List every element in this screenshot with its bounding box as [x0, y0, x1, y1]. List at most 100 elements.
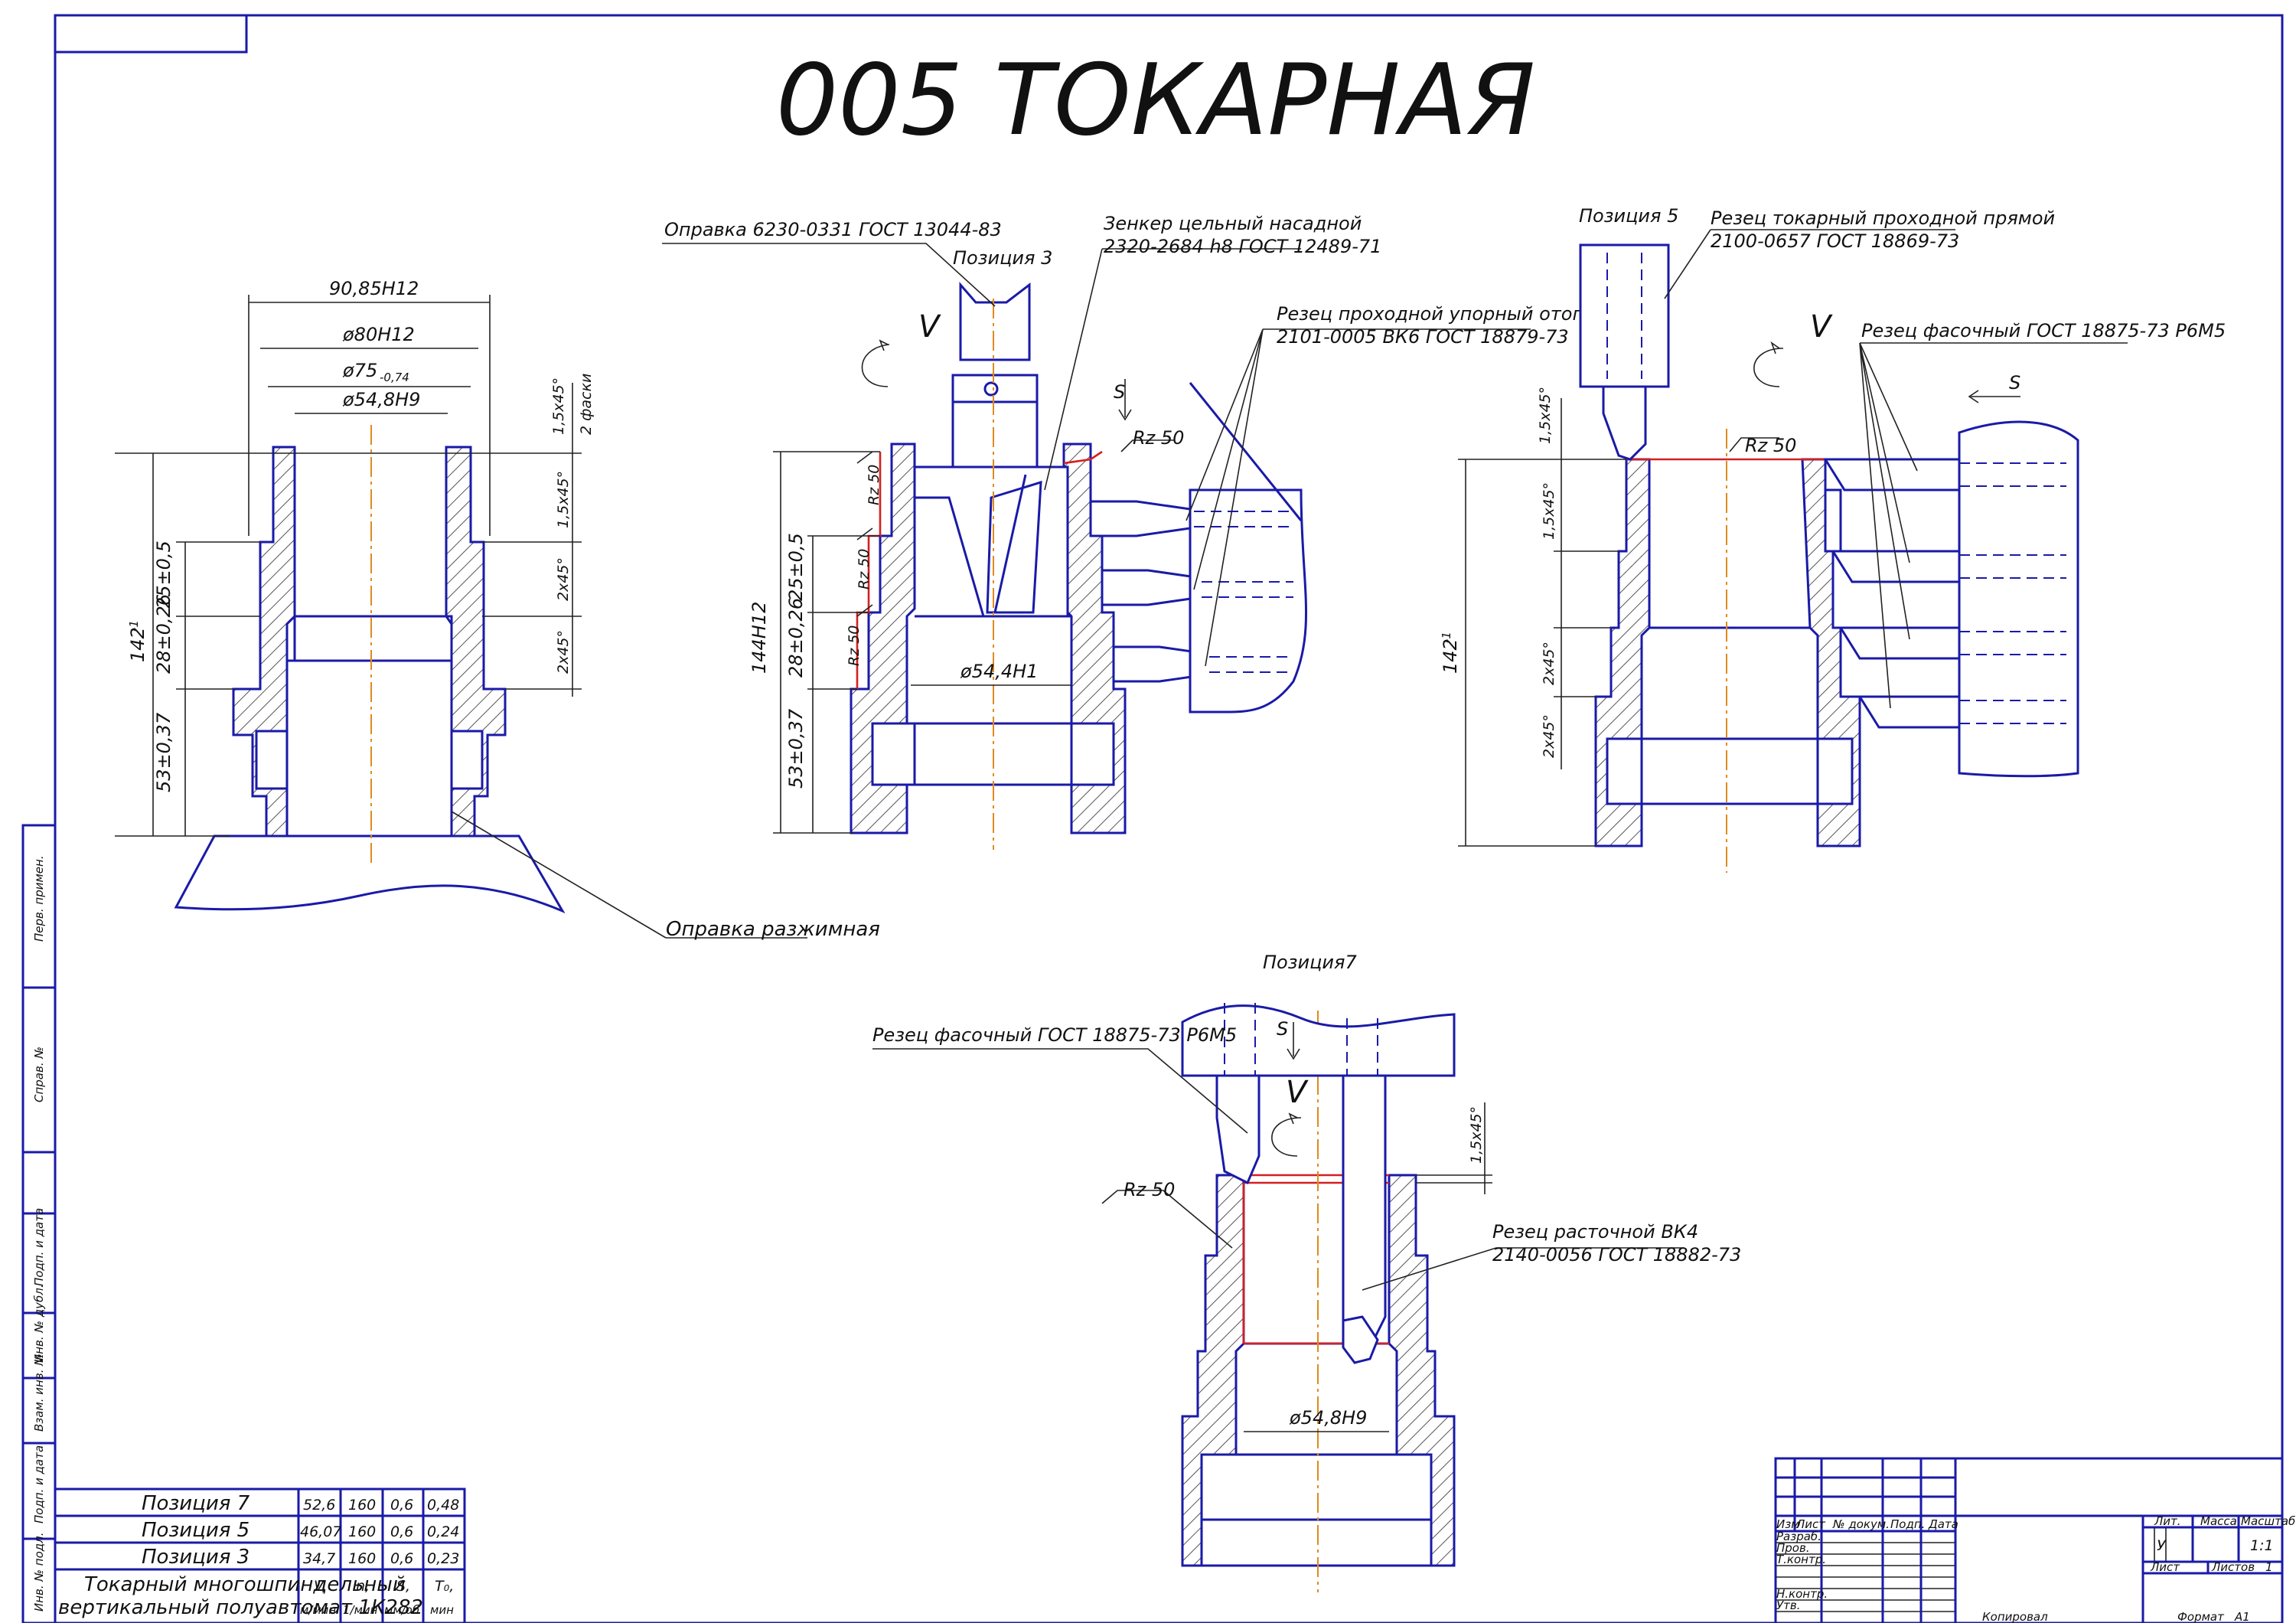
row-pos7-s: 0,6 — [390, 1497, 413, 1514]
tb-col-date: Дата — [1928, 1517, 1958, 1531]
dim-view1-142: 142 — [127, 627, 148, 662]
row-pos7-n: 160 — [348, 1497, 376, 1514]
dim-view3-142: 142 — [1440, 638, 1461, 674]
dim-view3-142-tol: -1 — [1440, 632, 1453, 643]
label-view2-rz-2: Rz 50 — [856, 549, 872, 589]
label-view2-v: V — [918, 309, 941, 345]
label-view1-mandrel: Оправка разжимная — [666, 918, 880, 941]
stamp-orig-inv: Инв. № подл. — [32, 1533, 46, 1612]
label-view4-form: Резец фасочный ГОСТ 18875-73 Р6М5 — [872, 1024, 1237, 1046]
label-view3-s: S — [2009, 372, 2020, 394]
tb-role-norm-control: Н.контр. — [1776, 1587, 1828, 1601]
dim-view3-chamfer-1: 1,5x45° — [1537, 387, 1554, 444]
dim-view1-25: 25±0,5 — [153, 540, 174, 609]
header-s: S, — [396, 1578, 410, 1595]
label-view4-v: V — [1286, 1075, 1309, 1110]
row-pos3-s: 0,6 — [390, 1550, 413, 1567]
tb-scale-value: 1:1 — [2250, 1537, 2274, 1554]
dim-view2-144: 144H12 — [748, 602, 770, 674]
dim-view3-chamfer-3: 2x45° — [1541, 642, 1557, 685]
label-view4-boring-1: Резец расточной ВК4 — [1492, 1221, 1698, 1243]
dim-view1-142-tol: -1 — [127, 620, 141, 632]
tb-lit-value: У — [2157, 1537, 2167, 1554]
stamp-replace-inv: Взам. инв. № — [32, 1354, 46, 1432]
dim-view3-chamfer-2: 1,5x45° — [1541, 482, 1557, 540]
dim-view1-chamfer-2: 1,5x45° — [555, 471, 572, 528]
header-n-unit: 1/мин — [343, 1603, 378, 1617]
dim-view1-chamfer-4: 2x45° — [555, 630, 572, 674]
tb-sheet: Лист — [2150, 1560, 2180, 1574]
dim-view1-d75: ø75 — [342, 360, 377, 381]
row-pos7-t: 0,48 — [427, 1497, 459, 1514]
label-view2-counterbore-1: Зенкер цельный насадной — [1104, 213, 1362, 234]
header-s-unit: мм/об — [384, 1603, 419, 1617]
label-view3-form: Резец фасочный ГОСТ 18875-73 Р6М5 — [1861, 320, 2226, 341]
view-3-position-5 — [1458, 229, 2128, 873]
tb-col-change: Изм — [1776, 1517, 1800, 1531]
label-view2-s: S — [1114, 381, 1125, 403]
label-view4-position: Позиция7 — [1263, 952, 1357, 973]
sheet-frame — [54, 14, 2284, 1623]
tb-sheets-value: 1 — [2265, 1560, 2273, 1574]
stamp-ref-no: Справ. № — [32, 1047, 46, 1102]
row-pos7-v: 52,6 — [303, 1497, 335, 1514]
dim-view1-d75-tol: -0,74 — [380, 371, 409, 384]
row-pos3-v: 34,7 — [303, 1550, 335, 1567]
dim-view1-53: 53±0,37 — [153, 712, 174, 792]
label-view2-rz-1: Rz 50 — [866, 465, 882, 505]
dim-view1-d54: ø54,8H9 — [342, 389, 420, 410]
label-view3-position: Позиция 5 — [1579, 205, 1678, 227]
view-1-part-on-mandrel — [115, 295, 807, 939]
tb-scale: Масштаб — [2241, 1514, 2295, 1528]
machine-line-2: вертикальный полуавтомат 1К282 — [58, 1596, 423, 1619]
dim-view2-25: 25±0,5 — [785, 533, 807, 601]
dim-view1-two-chamfers: 2 фаски — [578, 374, 595, 435]
label-view3-v: V — [1810, 309, 1833, 345]
side-stamp — [21, 824, 57, 1623]
stamp-sign-date-1: Подп. и дата — [32, 1208, 46, 1286]
label-view2-rz-3: Rz 50 — [846, 625, 863, 666]
cutting-modes-table — [54, 1487, 466, 1623]
dim-view4-d54: ø54,8H9 — [1289, 1407, 1367, 1429]
tb-col-doc: № докум. — [1832, 1517, 1890, 1531]
tb-format-value: А1 — [2234, 1610, 2250, 1623]
header-v: V, — [314, 1578, 327, 1595]
label-view4-rz: Rz 50 — [1124, 1179, 1175, 1200]
row-pos3-t: 0,23 — [427, 1550, 459, 1567]
row-pos7-name: Позиция 7 — [142, 1492, 250, 1515]
dim-view3-chamfer-4: 2x45° — [1541, 714, 1557, 758]
view-3-form-cutters — [1823, 420, 2079, 778]
label-view2-rz: Rz 50 — [1133, 427, 1184, 449]
tb-role-checker: Пров. — [1776, 1541, 1810, 1555]
label-view2-cutter-2: 2101-0005 ВК6 ГОСТ 18879-73 — [1277, 326, 1569, 348]
row-pos3-name: Позиция 3 — [142, 1546, 249, 1569]
tb-format: Формат — [2177, 1610, 2225, 1623]
row-pos5-name: Позиция 5 — [142, 1519, 249, 1542]
tb-col-sign: Подп. — [1890, 1517, 1925, 1531]
label-view2-counterbore-2: 2320-2684 h8 ГОСТ 12489-71 — [1104, 236, 1381, 257]
tb-sheets: Листов — [2211, 1560, 2255, 1574]
view-2-side-cutters — [1089, 382, 1308, 714]
dim-view1-chamfer-top: 1,5x45° — [550, 377, 567, 435]
header-n: n, — [356, 1578, 370, 1595]
row-pos5-n: 160 — [348, 1523, 376, 1540]
tb-role-developer: Разраб. — [1776, 1530, 1821, 1543]
view-1-dimensions — [115, 295, 807, 939]
header-v-unit: м/мин — [300, 1603, 336, 1617]
stamp-dup-inv: Инв. № дубл. — [32, 1284, 46, 1363]
tb-lit: Лит. — [2154, 1514, 2181, 1528]
tb-copied: Копировал — [1982, 1610, 2048, 1623]
row-pos5-t: 0,24 — [427, 1523, 459, 1540]
label-view4-s: S — [1277, 1018, 1288, 1040]
tb-role-approved: Утв. — [1776, 1599, 1801, 1612]
dim-view2-d54: ø54,4H1 — [960, 661, 1038, 682]
stamp-first-use: Перв. примен. — [32, 855, 46, 942]
tb-mass: Масса — [2200, 1514, 2237, 1528]
tb-role-tech-control: Т.контр. — [1776, 1553, 1826, 1566]
stamp-sign-date-2: Подп. и дата — [32, 1445, 46, 1523]
header-t: Т₀, — [435, 1578, 454, 1595]
label-view2-mandrel: Оправка 6230-0331 ГОСТ 13044-83 — [664, 219, 1002, 240]
dim-view1-d80: ø80H12 — [342, 324, 415, 345]
label-view3-cutter-2: 2100-0657 ГОСТ 18869-73 — [1711, 230, 1959, 252]
